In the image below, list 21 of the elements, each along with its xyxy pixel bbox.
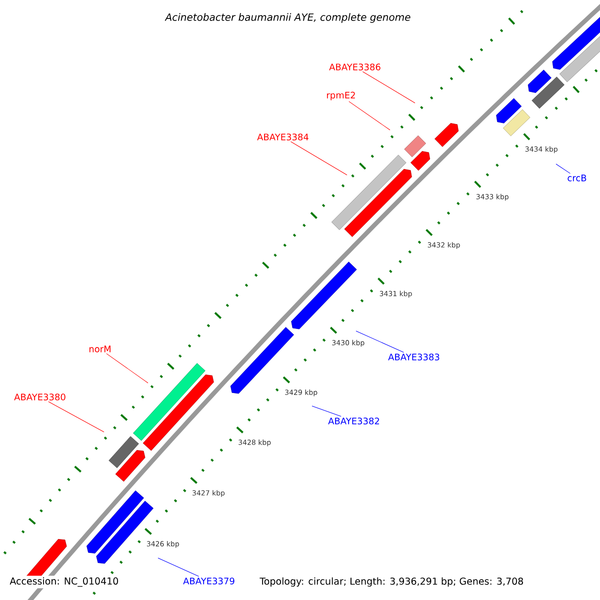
gene-label: crcB — [568, 174, 586, 182]
leader-line — [312, 406, 342, 417]
gene-label: ABAYE3379 — [183, 578, 234, 584]
gene-label: ABAYE3386 — [329, 64, 380, 70]
leader-line — [356, 330, 404, 353]
gene-label: ABAYE3383 — [388, 354, 440, 360]
leader-line — [348, 101, 390, 130]
leader-line — [106, 353, 148, 384]
leader-line — [158, 558, 200, 577]
gene-label: ABAYE3382 — [328, 418, 380, 424]
leader-line — [290, 141, 348, 176]
leader-line — [556, 164, 570, 174]
leader-line — [48, 401, 104, 432]
leader-line — [362, 71, 416, 104]
footer-text: Topology: circular; Length: 3,936,291 bp; Genes: 3,708 — [258, 576, 526, 588]
footer-text: Accession: NC_010410 — [8, 576, 120, 588]
gene-label: norM — [89, 346, 110, 352]
gene-label: ABAYE3384 — [257, 134, 308, 140]
gene-label: ABAYE3380 — [14, 394, 66, 400]
gene-label: rpmE2 — [327, 92, 355, 100]
title: Acinetobacter baumannii AYE, complete genome — [164, 13, 410, 23]
